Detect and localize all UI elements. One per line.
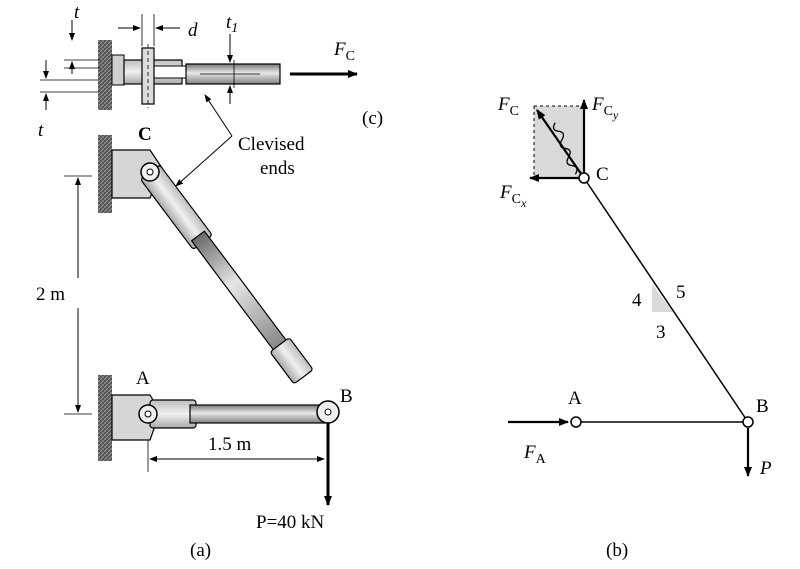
node-c <box>578 172 590 184</box>
svg-text:FC: FC <box>333 39 355 64</box>
load-label: P=40 kN <box>256 512 325 533</box>
label-d: d <box>188 20 198 41</box>
caption-c: (c) <box>362 108 383 129</box>
rod-cb <box>141 165 313 384</box>
label-b-b: B <box>756 396 769 417</box>
dim-2m: 2 m <box>36 284 65 305</box>
label-b-p: P <box>759 458 772 479</box>
label-b-c: C <box>596 164 609 185</box>
slope-rise-4: 4 <box>632 290 642 311</box>
label-a-b: B <box>340 386 353 407</box>
label-fc-c-sub: C <box>346 49 355 64</box>
svg-text:FC: FC <box>497 94 519 119</box>
caption-a: (a) <box>190 540 211 561</box>
clevis-slot <box>149 65 191 79</box>
wall-plate <box>111 54 125 86</box>
node-a <box>570 416 582 428</box>
wall-c-detail <box>98 40 112 110</box>
fcx-subsub: x <box>520 196 527 210</box>
fc-letter: F <box>497 94 510 115</box>
member-cb <box>583 177 749 423</box>
label-t1-sub: 1 <box>231 21 238 36</box>
fcx-letter: F <box>499 182 512 203</box>
fcy-sub: C <box>604 104 613 119</box>
label-t1: t <box>226 12 232 33</box>
caption-b: (b) <box>606 540 628 561</box>
svg-text:FCy: FCy <box>591 94 619 122</box>
label-t-bottom: t <box>38 120 44 141</box>
part-c-detail: t t d t1 FC (c) <box>38 2 383 141</box>
part-a-structure: C A B Clevised ends 2 m 1.5 m P=40 kN (a… <box>36 94 353 561</box>
fcy-subsub: y <box>612 108 619 122</box>
fa-sub: A <box>536 452 547 467</box>
bar-ab <box>189 404 329 424</box>
slope-hyp-5: 5 <box>676 282 686 303</box>
wall-lower <box>98 375 112 461</box>
label-a-c: C <box>138 124 152 145</box>
label-a-a: A <box>136 368 150 389</box>
slope-triangle <box>652 284 673 312</box>
node-b <box>742 416 754 428</box>
svg-text:FCx: FCx <box>499 182 527 210</box>
fc-sub: C <box>510 104 519 119</box>
fa-letter: F <box>523 442 536 463</box>
part-b-fbd: FC FCy FCx C A B 4 5 3 FA P (b) <box>497 94 772 561</box>
callout-clevised: Clevised <box>238 134 305 155</box>
fc-wavy-line <box>552 122 578 175</box>
svg-text:t1: t1 <box>226 12 238 36</box>
label-b-a: A <box>568 388 582 409</box>
svg-text:FA: FA <box>523 442 547 467</box>
fcy-letter: F <box>591 94 604 115</box>
label-t-top: t <box>74 2 80 23</box>
callout-ends: ends <box>260 158 295 179</box>
dim-1-5m: 1.5 m <box>208 434 252 455</box>
slope-run-3: 3 <box>656 322 666 343</box>
wall-upper <box>98 135 112 213</box>
fcx-sub: C <box>512 192 521 207</box>
label-fc-c: F <box>333 39 346 60</box>
